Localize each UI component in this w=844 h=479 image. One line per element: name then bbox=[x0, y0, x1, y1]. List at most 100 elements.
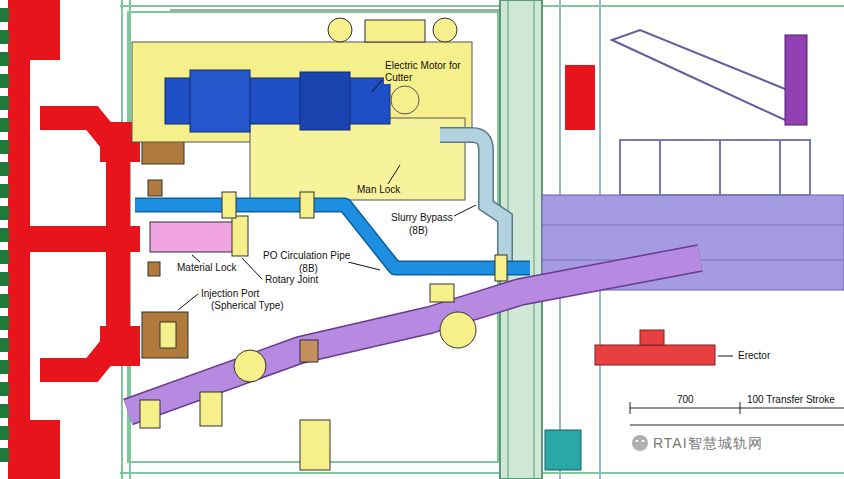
leader-lines-part bbox=[192, 255, 200, 262]
seal-blocks-part bbox=[148, 262, 160, 276]
seal-blocks-part bbox=[160, 322, 176, 348]
material-lock-part bbox=[150, 222, 235, 252]
discharge-pipe-part bbox=[300, 340, 318, 362]
cutter-head-part bbox=[0, 8, 9, 462]
cutter-head-part-part bbox=[0, 250, 9, 264]
cutter-head-part-part bbox=[0, 8, 9, 22]
cutter-head-part-part bbox=[0, 382, 9, 396]
motor-housing-part bbox=[433, 18, 457, 42]
pipe-size: (8B) bbox=[408, 225, 429, 237]
dimension-lines-part bbox=[630, 425, 844, 426]
cutter-head-part-part bbox=[0, 360, 9, 374]
part-name: Electric Motor for Cutter bbox=[384, 60, 470, 84]
leader-lines bbox=[178, 80, 733, 356]
motor-housing-part bbox=[365, 20, 425, 42]
cutter-head-part-part bbox=[0, 316, 9, 330]
erector-arm-part bbox=[595, 345, 715, 365]
watermark-icon bbox=[632, 435, 648, 451]
cutter-head-part-part bbox=[0, 206, 9, 220]
discharge-pipe-part bbox=[440, 312, 476, 348]
circulation-pipe-part bbox=[300, 192, 314, 218]
dimension-lines-part bbox=[740, 402, 741, 414]
circulation-pipe-part bbox=[135, 205, 530, 268]
cutter-head-part-part bbox=[0, 162, 9, 176]
part-name: Injection Port bbox=[200, 288, 260, 300]
erector-arm-part bbox=[620, 140, 810, 195]
circulation-pipe bbox=[135, 192, 530, 281]
part-name: Rotary Joint bbox=[264, 274, 319, 286]
dimension: 700 bbox=[676, 394, 695, 406]
cutter-head-part-part bbox=[0, 52, 9, 66]
frame-lines-part bbox=[120, 5, 844, 7]
motor-housing-part bbox=[391, 86, 419, 114]
circulation-pipe-part bbox=[135, 205, 530, 268]
watermark-icon-part bbox=[642, 440, 645, 443]
leader-lines-part bbox=[372, 80, 382, 92]
seal-blocks-part bbox=[142, 312, 188, 358]
discharge-pipe-part bbox=[140, 400, 160, 428]
cutter-head-part-part bbox=[0, 272, 9, 286]
part-name: Man Lock bbox=[356, 184, 401, 196]
circulation-pipe-part bbox=[222, 192, 236, 218]
erector-arm-part bbox=[612, 30, 800, 120]
motor-housing-part bbox=[328, 18, 352, 42]
watermark-icon-part bbox=[636, 440, 639, 443]
leader-lines-part bbox=[242, 258, 262, 279]
part-name: Slurry Bypass bbox=[390, 212, 454, 224]
cutter-head-part-part bbox=[0, 96, 9, 110]
watermark-icon-part bbox=[632, 435, 648, 451]
erector-arm-part bbox=[719, 140, 721, 195]
part-name: PO Circulation Pipe bbox=[262, 250, 351, 262]
motor-housing-part bbox=[170, 10, 500, 11]
cutter-head-part-part bbox=[0, 74, 9, 88]
cutter-head-part bbox=[30, 420, 60, 479]
circulation-pipe-part bbox=[495, 255, 507, 281]
frame-lines bbox=[120, 0, 844, 479]
dimension-lines-part bbox=[630, 408, 844, 409]
cutter-head-part bbox=[100, 326, 140, 366]
discharge-pipe-part bbox=[200, 392, 222, 426]
part-name: Material Lock bbox=[176, 262, 237, 274]
part-name: Erector bbox=[737, 350, 771, 362]
cutter-head-part-part bbox=[0, 228, 9, 242]
leader-lines-part bbox=[388, 165, 400, 184]
cutter-head-part-part bbox=[0, 426, 9, 440]
discharge-pipe-part bbox=[430, 284, 454, 302]
cutter-head-part-part bbox=[0, 184, 9, 198]
cutter-head-part-part bbox=[0, 294, 9, 308]
discharge-pipe-part bbox=[128, 258, 700, 412]
watermark: RTAI智慧城轨网 bbox=[652, 435, 764, 451]
cutter-head-part-part bbox=[0, 404, 9, 418]
motor-housing-part bbox=[190, 70, 250, 132]
cutter-head bbox=[0, 0, 140, 479]
erector-arm-part bbox=[779, 140, 781, 195]
erector-arm-part bbox=[545, 430, 581, 470]
dimension-lines-part bbox=[630, 402, 631, 414]
motor-housing-part bbox=[300, 72, 350, 130]
cutter-head-part-part bbox=[0, 118, 9, 132]
seal-blocks-part bbox=[148, 180, 162, 196]
cutter-head-part-part bbox=[0, 140, 9, 154]
discharge-pipe-part bbox=[128, 258, 700, 412]
discharge-pipe-part bbox=[300, 420, 330, 470]
leader-lines-part bbox=[718, 356, 733, 357]
motor-housing-part bbox=[250, 118, 465, 200]
chamber-box-part bbox=[542, 225, 844, 226]
leader-lines-part bbox=[348, 262, 380, 270]
erector-arm-part bbox=[640, 330, 664, 345]
part-name: (Spherical Type) bbox=[210, 300, 285, 312]
motor-housing bbox=[132, 10, 500, 200]
dimension: 100 Transfer Stroke bbox=[746, 394, 836, 406]
slurry-bypass-pipe-part bbox=[440, 135, 505, 268]
erector-arm-part bbox=[565, 65, 595, 130]
material-lock bbox=[150, 216, 248, 256]
erector-arm-part bbox=[659, 140, 661, 195]
cutter-head-part-part bbox=[0, 30, 9, 44]
slurry-bypass-pipe-part bbox=[440, 135, 505, 268]
leader-lines-part bbox=[178, 294, 198, 310]
material-lock-part bbox=[232, 216, 248, 256]
erector-arm-part bbox=[785, 35, 807, 125]
cutter-head-part bbox=[30, 226, 140, 252]
discharge-pipe-part bbox=[234, 350, 266, 382]
